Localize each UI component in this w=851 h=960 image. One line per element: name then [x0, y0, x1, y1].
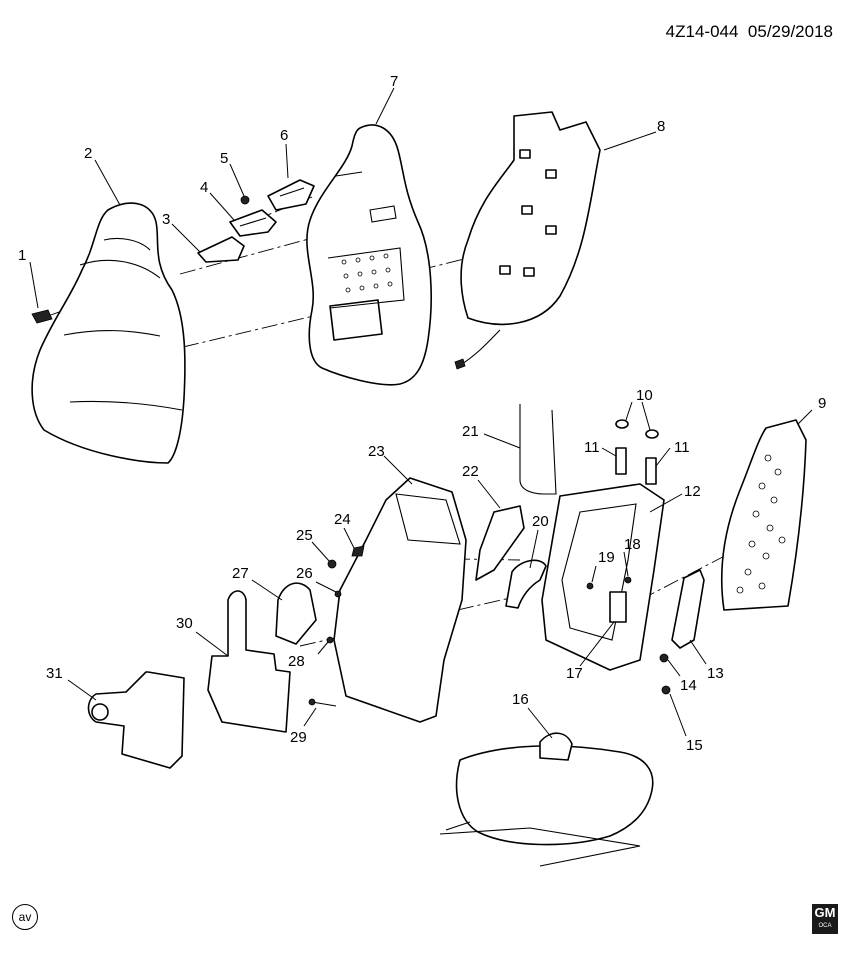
part-28-screw	[326, 636, 334, 644]
callout-29: 29	[290, 729, 307, 746]
part-7-backrest-pad	[306, 124, 432, 386]
part-16-seat-cushion	[439, 732, 654, 867]
part-8-heater-pad	[454, 111, 601, 370]
part-24-clip	[351, 545, 365, 557]
diagram-code: 4Z14-044	[665, 22, 739, 41]
part-5-screw	[240, 195, 250, 205]
callout-labels: 1 2 3 4 5 6 7 8 9 10 11 11 12 13 14 15 1…	[18, 73, 826, 754]
callout-1: 1	[18, 247, 26, 264]
part-21-rod	[519, 404, 557, 495]
part-2-backrest-cover	[31, 202, 186, 464]
callout-24: 24	[334, 511, 351, 528]
callout-31: 31	[46, 665, 63, 682]
callout-14: 14	[680, 677, 697, 694]
part-1-clip	[31, 309, 53, 324]
callout-5: 5	[220, 150, 228, 167]
callout-28: 28	[288, 653, 305, 670]
callout-19: 19	[598, 549, 615, 566]
callout-8: 8	[657, 118, 665, 135]
callout-16: 16	[512, 691, 529, 708]
part-14-bolt	[659, 653, 669, 663]
callout-6: 6	[280, 127, 288, 144]
part-3-bezel	[197, 236, 245, 263]
part-30-pocket-panel	[207, 590, 291, 733]
part-6-cover	[267, 179, 315, 211]
part-26-screw	[334, 590, 342, 598]
callout-15: 15	[686, 737, 703, 754]
callout-30: 30	[176, 615, 193, 632]
callout-4: 4	[200, 179, 208, 196]
part-13-side-cover	[671, 569, 705, 649]
part-23-back-frame	[333, 477, 467, 723]
callout-26: 26	[296, 565, 313, 582]
callout-12: 12	[684, 483, 701, 500]
part-27-switch-bezel	[275, 582, 317, 645]
part-20-bracket	[505, 559, 547, 609]
part-22-trim-panel	[475, 505, 525, 581]
part-15-bolt	[661, 685, 671, 695]
callout-25: 25	[296, 527, 313, 544]
gm-logo: GM OCA	[812, 904, 838, 934]
part-29-pin	[308, 698, 337, 707]
callout-27: 27	[232, 565, 249, 582]
diagram-date: 05/29/2018	[747, 22, 833, 41]
part-7-perforations	[341, 253, 393, 293]
part-4-bracket	[229, 209, 277, 237]
callout-3: 3	[162, 211, 170, 228]
gm-logo-subtext: OCA	[818, 923, 832, 929]
callout-11a: 11	[584, 439, 600, 456]
callout-11b: 11	[674, 439, 690, 456]
callout-7: 7	[390, 73, 398, 90]
part-9-mesh-holes	[736, 454, 786, 594]
leader-lines	[29, 87, 813, 739]
callout-21: 21	[462, 423, 479, 440]
callout-18: 18	[624, 536, 641, 553]
part-10-guide-caps	[615, 419, 659, 439]
part-17-recliner-motor	[609, 591, 627, 623]
callout-10: 10	[636, 387, 653, 404]
part-19-screw	[586, 582, 594, 590]
callout-17: 17	[566, 665, 583, 682]
part-18-screw	[624, 576, 632, 584]
callout-13: 13	[707, 665, 724, 682]
part-11-guide-sleeves	[615, 447, 657, 485]
callout-2: 2	[84, 145, 92, 162]
gm-logo-text: GM	[814, 905, 836, 920]
callout-23: 23	[368, 443, 385, 460]
callout-20: 20	[532, 513, 549, 530]
callout-22: 22	[462, 463, 479, 480]
part-9-back-panel	[720, 419, 807, 611]
callout-9: 9	[818, 395, 826, 412]
av-badge: av	[12, 904, 38, 930]
diagram-id: 4Z14-044 05/29/2018	[666, 22, 833, 42]
part-12-backrest-frame	[541, 483, 665, 671]
part-31-cover-panel	[87, 671, 185, 769]
